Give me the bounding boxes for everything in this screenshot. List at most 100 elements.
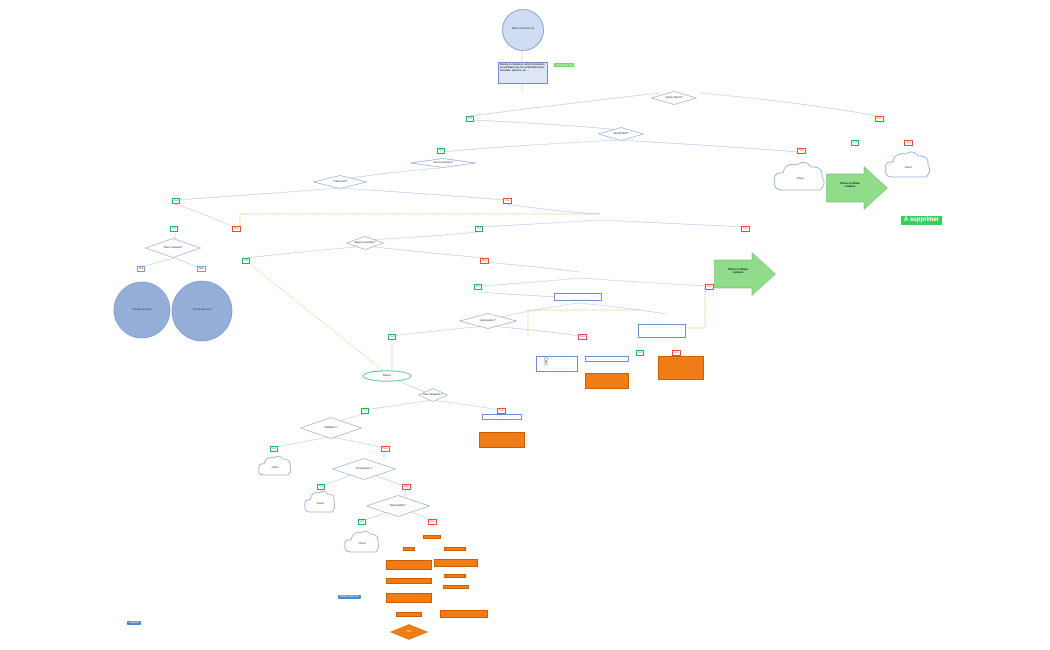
yes-tag: Oui bbox=[636, 350, 645, 356]
info-box bbox=[638, 324, 686, 338]
return-ellipse-label: Retour bbox=[383, 374, 391, 377]
cloud-bottom-3 bbox=[344, 530, 379, 553]
no-tag: Non bbox=[672, 350, 681, 356]
yes-tag: Oui bbox=[270, 446, 279, 452]
orange-process-box bbox=[479, 432, 525, 448]
decision-diamond-11 bbox=[366, 495, 430, 517]
orange-process-box bbox=[444, 547, 466, 551]
orange-process-box bbox=[386, 593, 432, 603]
green-arrow-2-text: Passer à l'étape suivante bbox=[720, 268, 756, 274]
green-arrow-1-text: Passer à l'étape suivante bbox=[832, 182, 868, 188]
decision-diamond-10 bbox=[332, 458, 396, 480]
decision-label-4: Traitement? bbox=[333, 180, 347, 183]
decision-label-2: Activité B2C? bbox=[613, 132, 629, 135]
orange-process-box bbox=[658, 356, 704, 380]
yes-tag: Oui bbox=[242, 258, 251, 264]
no-tag: Non bbox=[797, 148, 806, 154]
yes-tag: Oui bbox=[170, 226, 179, 232]
yes-tag: Oui bbox=[388, 334, 397, 340]
intro-box: Reprise de l'ancienne version du parcour… bbox=[498, 62, 548, 84]
decision-diamond-9 bbox=[300, 417, 362, 439]
no-tag: Non bbox=[428, 519, 437, 525]
info-box bbox=[554, 293, 602, 301]
cloud-bottom-1 bbox=[258, 455, 291, 476]
green-arrow-1 bbox=[826, 166, 888, 210]
arrow-line-1: Passer à l'étape bbox=[840, 182, 860, 185]
arrow-line-2: suivante bbox=[732, 271, 744, 275]
yes-tag: Oui bbox=[475, 226, 484, 232]
no-tag: Non bbox=[503, 198, 512, 204]
yes-tag: Oui bbox=[172, 198, 181, 204]
cloud-right-2-label: Cloud bbox=[904, 166, 912, 169]
decision-label-11: Disponibilité ? bbox=[389, 504, 407, 507]
end-circle-right-label: Fin de parcours bbox=[192, 308, 212, 311]
end-circle-left bbox=[113, 281, 171, 339]
end-diamond-label: Fin bbox=[407, 630, 411, 633]
decision-label-8: Date dépassée ? bbox=[423, 393, 443, 396]
start-circle bbox=[502, 9, 544, 51]
orange-process-box bbox=[403, 547, 415, 551]
no-tag: Non bbox=[381, 446, 390, 452]
start-circle-label: Début Parcours ciq bbox=[511, 27, 535, 30]
yes-tag: Oui bbox=[317, 484, 326, 490]
person-icon bbox=[543, 357, 549, 366]
decision-diamond-2 bbox=[598, 127, 644, 141]
no-tag: Non bbox=[197, 266, 206, 272]
orange-process-box bbox=[386, 560, 432, 570]
legend-button[interactable]: Légende bbox=[127, 621, 142, 625]
no-tag: Non bbox=[705, 284, 714, 290]
no-tag: Non bbox=[480, 258, 489, 264]
yes-tag: Oui bbox=[358, 519, 367, 525]
decision-diamond-3 bbox=[410, 158, 476, 168]
return-ellipse bbox=[362, 370, 412, 382]
yes-tag: Oui bbox=[474, 284, 483, 290]
no-tag: Non bbox=[497, 408, 506, 414]
flowchart-badge: Flowchart ciq bbox=[554, 63, 575, 67]
orange-process-box bbox=[440, 610, 488, 618]
arrow-line-1: Passer à l'étape bbox=[728, 268, 748, 271]
suppress-badge: A supprimer bbox=[901, 216, 943, 225]
end-diamond bbox=[390, 624, 428, 640]
cloud-bottom-1-label: Cloud bbox=[271, 466, 279, 469]
info-box bbox=[585, 356, 629, 362]
orange-process-box bbox=[396, 612, 422, 617]
decision-label-3: Communication? bbox=[433, 161, 453, 164]
no-tag: Non bbox=[578, 334, 587, 340]
orange-process-box bbox=[443, 585, 469, 589]
orange-process-box bbox=[434, 559, 478, 567]
decision-label-5: Client nouveau? bbox=[163, 246, 183, 249]
cloud-right-1 bbox=[774, 162, 825, 191]
orange-process-box bbox=[423, 535, 441, 539]
cloud-right-1-label: Cloud bbox=[796, 177, 804, 180]
decision-label-7: Autorisation ? bbox=[480, 319, 496, 322]
yes-tag: Oui bbox=[437, 148, 446, 154]
yes-tag: Oui bbox=[466, 116, 475, 122]
orange-process-box bbox=[585, 373, 629, 389]
cloud-bottom-3-label: Cloud bbox=[358, 542, 366, 545]
yes-tag: Oui bbox=[361, 408, 370, 414]
end-circle-right bbox=[171, 280, 233, 342]
end-circle-left-label: Fin de parcours bbox=[132, 308, 152, 311]
orange-process-box bbox=[444, 574, 466, 578]
yes-tag: Oui bbox=[137, 266, 146, 272]
no-tag: Non bbox=[232, 226, 241, 232]
decision-label-1: Option cliente? bbox=[665, 96, 683, 99]
return-path-button[interactable]: Retour parcours bbox=[338, 595, 361, 599]
cloud-bottom-2-label: Cloud bbox=[316, 502, 324, 505]
no-tag: Non bbox=[741, 226, 750, 232]
no-tag: Non bbox=[875, 116, 884, 122]
orange-process-box bbox=[386, 578, 432, 584]
info-box bbox=[536, 356, 578, 372]
arrow-line-2: suivante bbox=[844, 185, 856, 189]
green-arrow-2 bbox=[714, 252, 776, 296]
decision-label-10: Consultation ? bbox=[355, 467, 373, 470]
info-box bbox=[482, 414, 522, 420]
decision-diamond-1 bbox=[651, 91, 697, 105]
decision-diamond-4 bbox=[313, 175, 367, 189]
cloud-right-2 bbox=[885, 151, 930, 178]
no-tag: Non bbox=[904, 140, 913, 146]
decision-diamond-8 bbox=[418, 388, 448, 402]
decision-label-6: Etape Conseiller? bbox=[354, 241, 376, 244]
no-tag: Non bbox=[402, 484, 411, 490]
